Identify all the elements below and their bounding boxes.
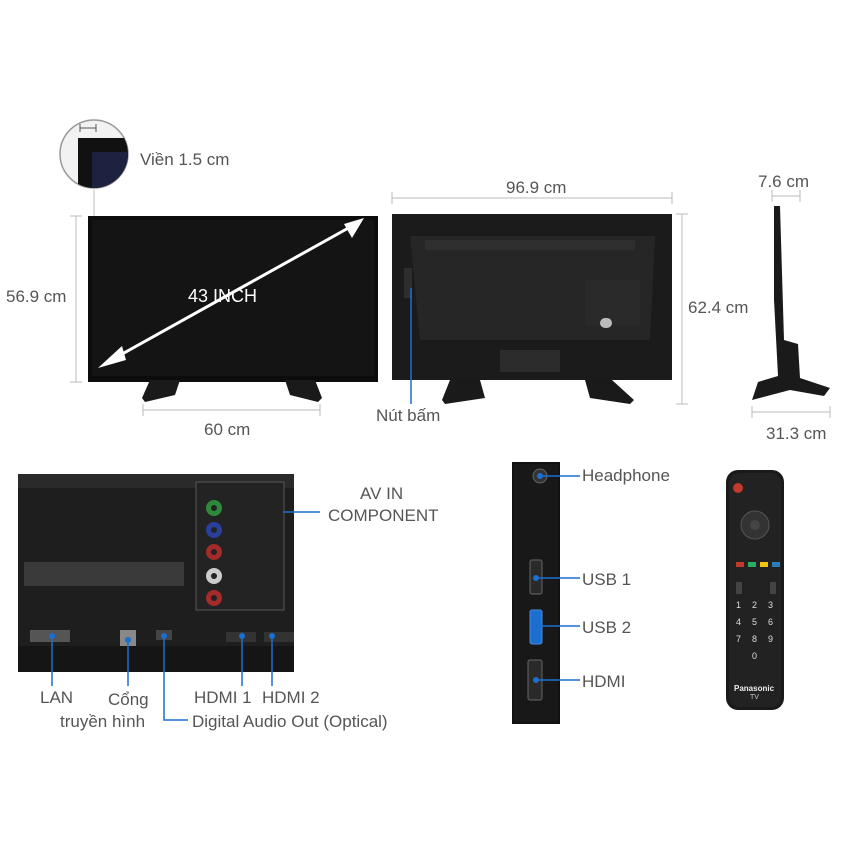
hdmi1-label: HDMI 1 [194, 688, 252, 707]
button-label: Nút bấm [376, 406, 441, 425]
remote-sub-label: TV [750, 694, 759, 701]
av-in-label: AV IN [360, 484, 404, 503]
antenna-label-line2: truyền hình [60, 712, 146, 731]
lan-label: LAN [40, 688, 74, 707]
screen-size-label: 43 INCH [188, 286, 258, 306]
side-hdmi-label: HDMI [582, 672, 626, 691]
side-depth-top-label: 7.6 cm [758, 172, 810, 191]
front-height-label: 56.9 cm [6, 287, 67, 306]
svg-text:9: 9 [768, 634, 773, 644]
back-height-label: 62.4 cm [688, 298, 749, 317]
headphone-label: Headphone [582, 466, 670, 485]
svg-text:3: 3 [768, 600, 773, 610]
svg-text:0: 0 [752, 651, 757, 661]
svg-text:2: 2 [752, 600, 757, 610]
front-width-label: 60 cm [204, 420, 251, 439]
bezel-label: Viền 1.5 cm [140, 150, 230, 169]
svg-text:7: 7 [736, 634, 741, 644]
side-depth-base-label: 31.3 cm [766, 424, 827, 443]
antenna-label-line1: Cổng [108, 690, 149, 709]
optical-label: Digital Audio Out (Optical) [192, 712, 388, 731]
svg-text:4: 4 [736, 617, 741, 627]
component-label: COMPONENT [328, 506, 439, 525]
hdmi2-label: HDMI 2 [262, 688, 320, 707]
svg-text:8: 8 [752, 634, 757, 644]
remote-brand-label: Panasonic [734, 684, 775, 693]
svg-text:5: 5 [752, 617, 757, 627]
svg-text:1: 1 [736, 600, 741, 610]
back-width-label: 96.9 cm [506, 178, 567, 197]
usb2-label: USB 2 [582, 618, 632, 637]
svg-text:6: 6 [768, 617, 773, 627]
usb1-label: USB 1 [582, 570, 632, 589]
